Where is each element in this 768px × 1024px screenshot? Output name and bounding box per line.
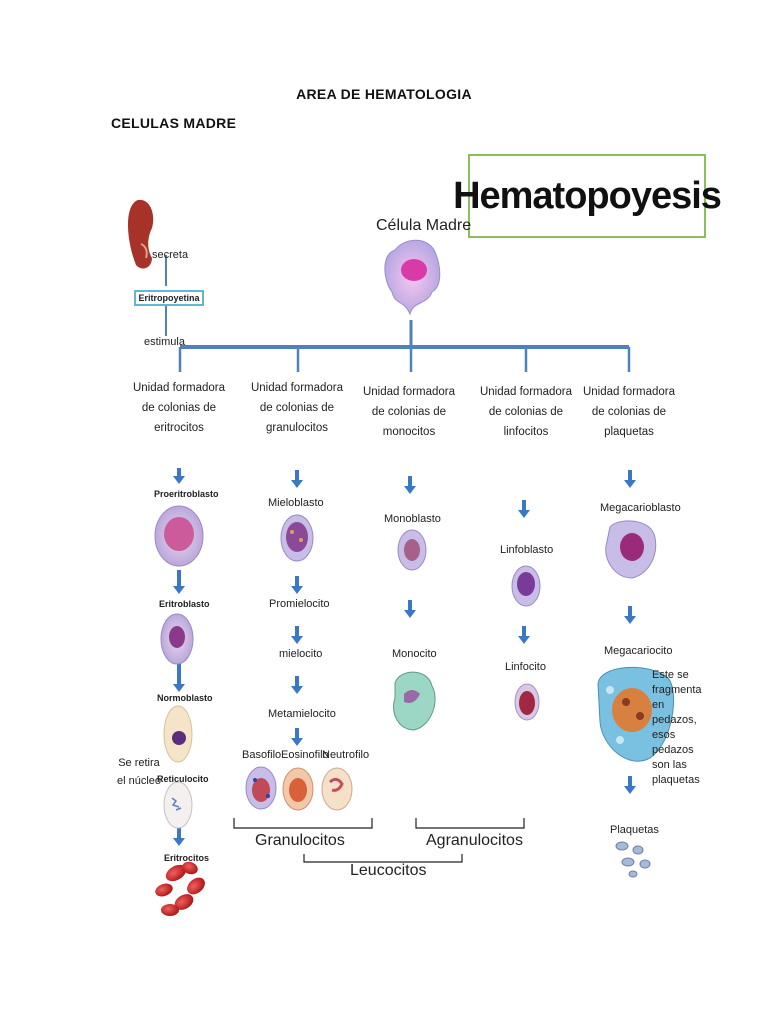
- leucocitos-group-label: Leucocitos: [350, 862, 427, 879]
- linfocito-cell: [514, 683, 540, 721]
- monocito-label: Monocito: [392, 648, 437, 660]
- proeritroblasto-cell: [154, 505, 204, 567]
- metamielocito-label: Metamielocito: [268, 708, 336, 720]
- agranulocitos-group-label: Agranulocitos: [426, 832, 523, 849]
- normoblasto-cell: [163, 705, 193, 763]
- megacariocito-cell: [597, 666, 675, 762]
- neutrofilo-label: Neutrofilo: [322, 749, 370, 761]
- basofilo-label: Basofilo: [242, 749, 282, 761]
- reticulocito-label: Reticulocito: [157, 774, 209, 784]
- linfoblasto-label: Linfoblasto: [500, 544, 554, 556]
- plaquetas-label: Plaquetas: [610, 824, 659, 836]
- eritrocitos-label: Eritrocitos: [164, 853, 210, 863]
- mieloblasto-cell: [280, 514, 314, 562]
- proeritroblasto-label: Proeritroblasto: [154, 489, 219, 499]
- mielocito-label: mielocito: [279, 648, 323, 660]
- granulocitos-group-label: Granulocitos: [255, 832, 345, 849]
- mieloblasto-label: Mieloblasto: [268, 497, 324, 509]
- unit-granulocitos: Unidad formadora de colonias de granuloc…: [250, 382, 344, 434]
- unit-linfocitos: Unidad formadora de colonias de linfocit…: [479, 386, 573, 438]
- monoblasto-label: Monoblasto: [384, 513, 441, 525]
- neutrofilo-cell: [321, 767, 353, 811]
- eosinofilo-label: Eosinofilo: [281, 749, 329, 761]
- eritrocitos-cells: [155, 861, 205, 916]
- eritroblasto-label: Eritroblasto: [159, 599, 210, 609]
- basofilo-cell: [245, 766, 277, 810]
- unit-monocitos: Unidad formadora de colonias de monocito…: [362, 386, 456, 438]
- megacarioblasto-cell: [605, 520, 657, 579]
- stem-cell-label: Célula Madre: [376, 217, 472, 234]
- stem-cell-icon: [384, 239, 441, 316]
- monoblasto-cell: [397, 529, 427, 571]
- retire-note: Se retira el núcleo: [116, 757, 162, 787]
- section-heading: CELULAS MADRE: [111, 115, 237, 131]
- page-title: AREA DE HEMATOLOGIA: [296, 86, 472, 102]
- promielocito-label: Promielocito: [269, 598, 330, 610]
- unit-plaquetas: Unidad formadora de colonias de plaqueta…: [582, 386, 676, 438]
- estimula-label: estimula: [144, 336, 185, 348]
- linfocito-label: Linfocito: [505, 661, 546, 673]
- megacariocito-label: Megacariocito: [604, 645, 673, 657]
- reticulocito-cell: [163, 781, 193, 829]
- linfoblasto-cell: [511, 565, 541, 607]
- eritropoyetina-box: Eritropoyetina: [134, 290, 204, 306]
- eritroblasto-cell: [160, 613, 194, 665]
- monocito-cell: [393, 671, 436, 731]
- unit-eritrocitos: Unidad formadora de colonias de eritroci…: [132, 382, 226, 434]
- diagram-title-box: Hematopoyesis: [453, 154, 722, 238]
- group-brackets: [233, 818, 525, 863]
- mega-note: Este se fragmenta en pedazos, esos pedaz…: [652, 669, 702, 786]
- kidney-icon: [128, 199, 154, 269]
- normoblasto-label: Normoblasto: [157, 693, 213, 703]
- megacarioblasto-label: Megacarioblasto: [600, 502, 681, 514]
- eosinofilo-cell: [282, 767, 314, 811]
- plaquetas-cells: [615, 841, 651, 878]
- secreta-label: secreta: [152, 249, 189, 261]
